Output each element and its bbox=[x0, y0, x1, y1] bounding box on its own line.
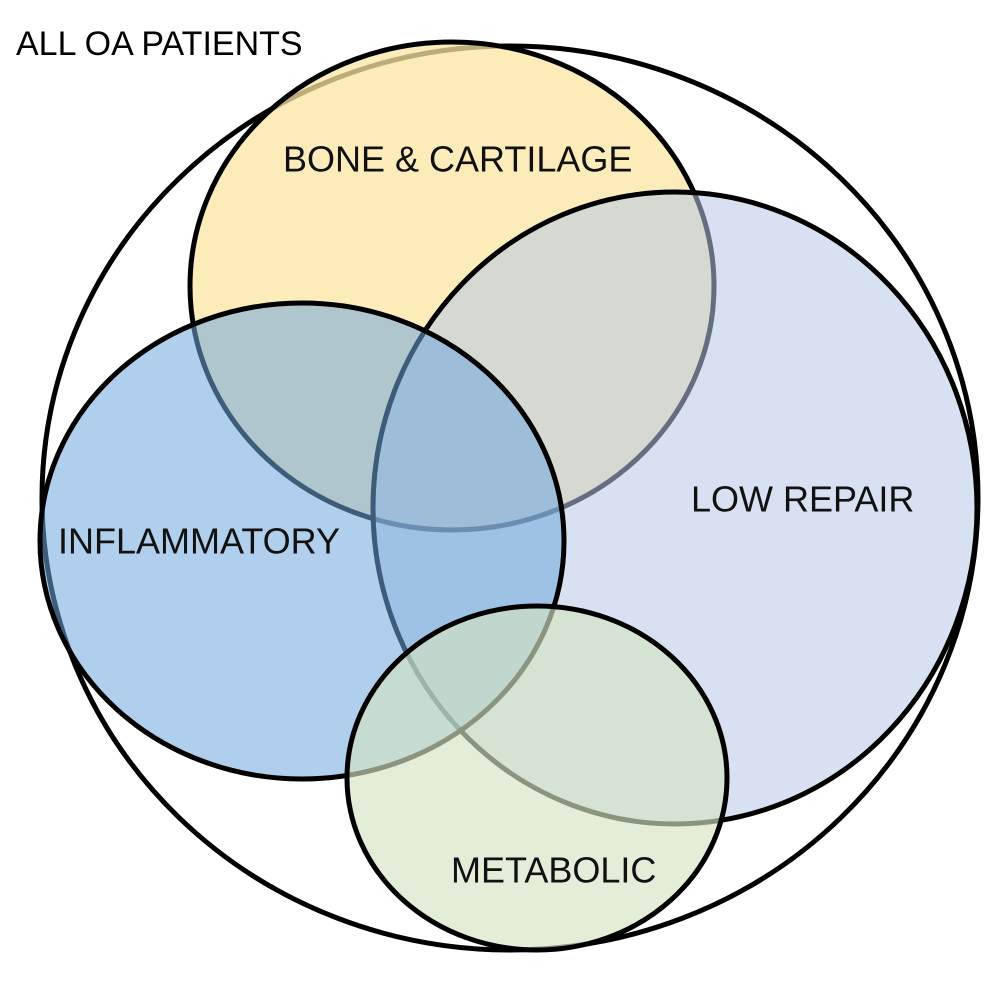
all-oa-patients-label: ALL OA PATIENTS bbox=[16, 25, 303, 63]
inflammatory-label: INFLAMMATORY bbox=[58, 521, 340, 562]
metabolic-circle bbox=[344, 603, 730, 953]
metabolic-label: METABOLIC bbox=[451, 850, 656, 891]
low-repair-label: LOW REPAIR bbox=[691, 479, 914, 520]
bone-cartilage-label: BONE & CARTILAGE bbox=[283, 139, 632, 180]
